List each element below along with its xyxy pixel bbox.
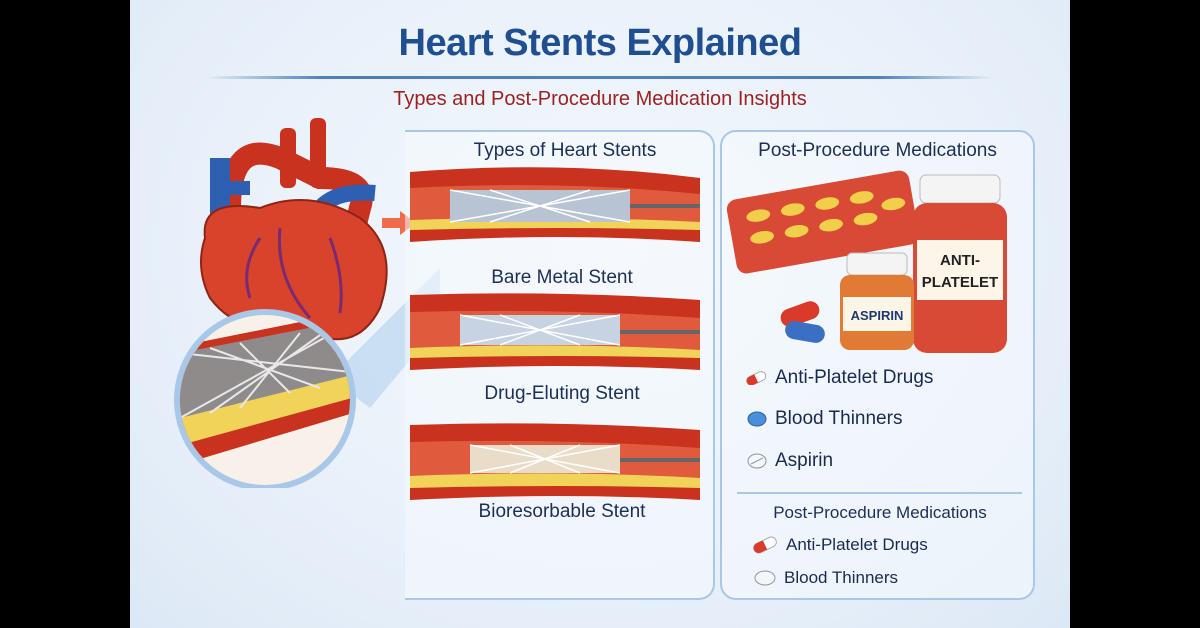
page-subtitle: Types and Post-Procedure Medication Insi… bbox=[393, 88, 807, 110]
stent-label-drug-eluting: Drug-Eluting Stent bbox=[484, 383, 640, 404]
secondary-medications-heading: Post-Procedure Medications bbox=[773, 503, 987, 522]
svg-text:ANTI-: ANTI- bbox=[940, 252, 980, 269]
med-item-label: Blood Thinners bbox=[775, 408, 903, 429]
medications-divider bbox=[737, 492, 1022, 494]
svg-text:ASPIRIN: ASPIRIN bbox=[851, 308, 904, 323]
medication-illustration: ANTI- PLATELET ASPIRIN bbox=[726, 170, 1007, 353]
svg-text:PLATELET: PLATELET bbox=[922, 274, 998, 291]
med-item-label: Anti-Platelet Drugs bbox=[786, 535, 928, 554]
med-item-blood-thinners: Blood Thinners bbox=[747, 408, 902, 430]
secondary-med-item-blood-thinners: Blood Thinners bbox=[754, 568, 898, 588]
aspirin-bottle: ASPIRIN bbox=[840, 252, 914, 350]
drug-eluting-stent bbox=[410, 293, 700, 370]
bare-metal-stent bbox=[410, 167, 700, 242]
stent-label-bare-metal: Bare Metal Stent bbox=[491, 267, 633, 288]
med-item-label: Aspirin bbox=[775, 450, 834, 471]
medications-heading: Post-Procedure Medications bbox=[758, 140, 997, 161]
infographic: Heart Stents Explained Types and Post-Pr… bbox=[130, 0, 1070, 628]
capsule-icon bbox=[753, 536, 777, 554]
med-item-aspirin: Aspirin bbox=[747, 450, 833, 472]
white-tablet-icon bbox=[747, 453, 767, 469]
white-tablet-icon bbox=[754, 570, 776, 586]
blue-tablet-icon bbox=[747, 411, 767, 427]
stent-illustrations bbox=[410, 167, 700, 500]
secondary-med-item-anti-platelet: Anti-Platelet Drugs bbox=[752, 535, 928, 555]
med-item-label: Anti-Platelet Drugs bbox=[775, 367, 934, 388]
loose-capsules bbox=[780, 301, 825, 343]
bioresorbable-stent bbox=[410, 423, 700, 500]
stent-types-heading: Types of Heart Stents bbox=[473, 140, 657, 161]
heart-illustration bbox=[174, 118, 440, 488]
stent-label-bioresorbable: Bioresorbable Stent bbox=[478, 501, 646, 522]
title-divider bbox=[205, 76, 995, 79]
blister-pack bbox=[726, 170, 919, 274]
anti-platelet-bottle: ANTI- PLATELET bbox=[913, 174, 1007, 353]
med-item-anti-platelet: Anti-Platelet Drugs bbox=[745, 367, 933, 389]
page-title: Heart Stents Explained bbox=[398, 22, 802, 64]
med-item-label: Blood Thinners bbox=[784, 568, 899, 587]
capsule-icon bbox=[746, 371, 767, 385]
